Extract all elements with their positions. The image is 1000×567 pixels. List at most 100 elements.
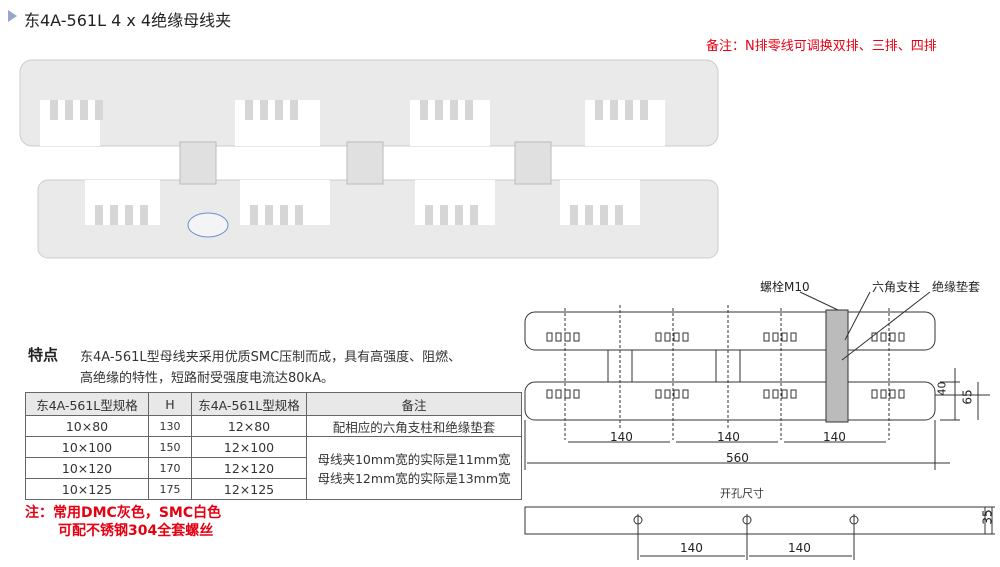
tooth [640,100,648,120]
cell: 10×100 [25,436,149,458]
tooth [585,205,593,225]
dim-40: 40 [935,381,949,396]
product-photo [19,59,719,259]
tooth [573,332,580,342]
tooth [465,100,473,120]
tooth [772,389,779,399]
tooth [889,389,896,399]
tooth [673,389,680,399]
dim-140: 140 [717,430,740,444]
features-label: 特点 [28,346,59,364]
tooth [871,332,878,342]
cell: 配相应的六角支柱和绝缘垫套 [306,415,522,437]
cell: 10×125 [25,478,149,500]
tooth [880,389,887,399]
tooth [50,100,58,120]
label-sleeve: 绝缘垫套 [932,280,981,294]
tooth [625,100,633,120]
tooth [295,205,303,225]
hole-title: 开孔尺寸 [720,487,764,500]
col-header: 东4A-561L型规格 [191,392,307,416]
label-hex-post: 六角支柱 [872,280,921,294]
tooth [450,100,458,120]
cell: 母线夹10mm宽的实际是11mm宽母线夹12mm宽的实际是13mm宽 [306,436,522,500]
tooth [95,205,103,225]
tooth [265,205,273,225]
tooth [610,100,618,120]
tooth [682,389,689,399]
col-header: 备注 [306,392,522,416]
tooth [781,332,788,342]
label-bolt: 螺栓M10 [760,280,810,294]
dim-560: 560 [726,451,749,465]
leader [799,291,839,311]
tooth [250,205,258,225]
tooth [655,389,662,399]
tooth [790,332,797,342]
tooth [420,100,428,120]
tooth [564,332,571,342]
tooth [772,332,779,342]
tooth [790,389,797,399]
page-title: 东4A-561L 4 x 4绝缘母线夹 [24,11,232,30]
tooth [260,100,268,120]
cell: 170 [148,457,192,479]
hole-bar [524,506,986,535]
tooth [425,205,433,225]
dimension-drawing [524,291,995,560]
tooth [555,332,562,342]
dim-140: 140 [610,430,633,444]
tooth [664,389,671,399]
tooth [455,205,463,225]
tooth [880,332,887,342]
features-line-1: 东4A-561L型母线夹采用优质SMC压制而成，具有高强度、阻燃、 [80,350,462,365]
tooth [95,100,103,120]
top-note: 备注：N排零线可调换双排、三排、四排 [706,39,937,54]
tooth [280,205,288,225]
dim-65: 65 [960,389,975,405]
tooth [781,389,788,399]
tooth [763,389,770,399]
tooth [546,389,553,399]
leader [844,291,871,341]
tooth [546,332,553,342]
connector-post [514,141,552,185]
tooth [573,389,580,399]
tooth [110,205,118,225]
tooth [440,205,448,225]
tooth [275,100,283,120]
cell: 12×80 [191,415,307,437]
tooth [898,332,905,342]
hole-dim-140: 140 [680,541,703,555]
dim-140: 140 [823,430,846,444]
tooth [673,332,680,342]
cell: 12×120 [191,457,307,479]
drawing-lower-bar [524,381,936,421]
connector-post [179,141,217,185]
tooth [600,205,608,225]
col-header: H [148,392,192,416]
features-line-2: 高绝缘的特性，短路耐受强度电流达80kA。 [80,371,334,386]
tooth [564,389,571,399]
remark: 母线夹10mm宽的实际是11mm宽 [317,452,511,467]
tooth [682,332,689,342]
remark: 母线夹12mm宽的实际是13mm宽 [317,471,511,486]
tooth [555,389,562,399]
tooth [655,332,662,342]
hole-dim-140: 140 [788,541,811,555]
tooth [470,205,478,225]
section-post [825,309,849,423]
cell: 12×125 [191,478,307,500]
tooth [125,205,133,225]
tooth [664,332,671,342]
red-note-2: 可配不锈钢304全套螺丝 [58,523,214,539]
tooth [65,100,73,120]
tooth [889,332,896,342]
leader [841,291,931,361]
tooth [80,100,88,120]
